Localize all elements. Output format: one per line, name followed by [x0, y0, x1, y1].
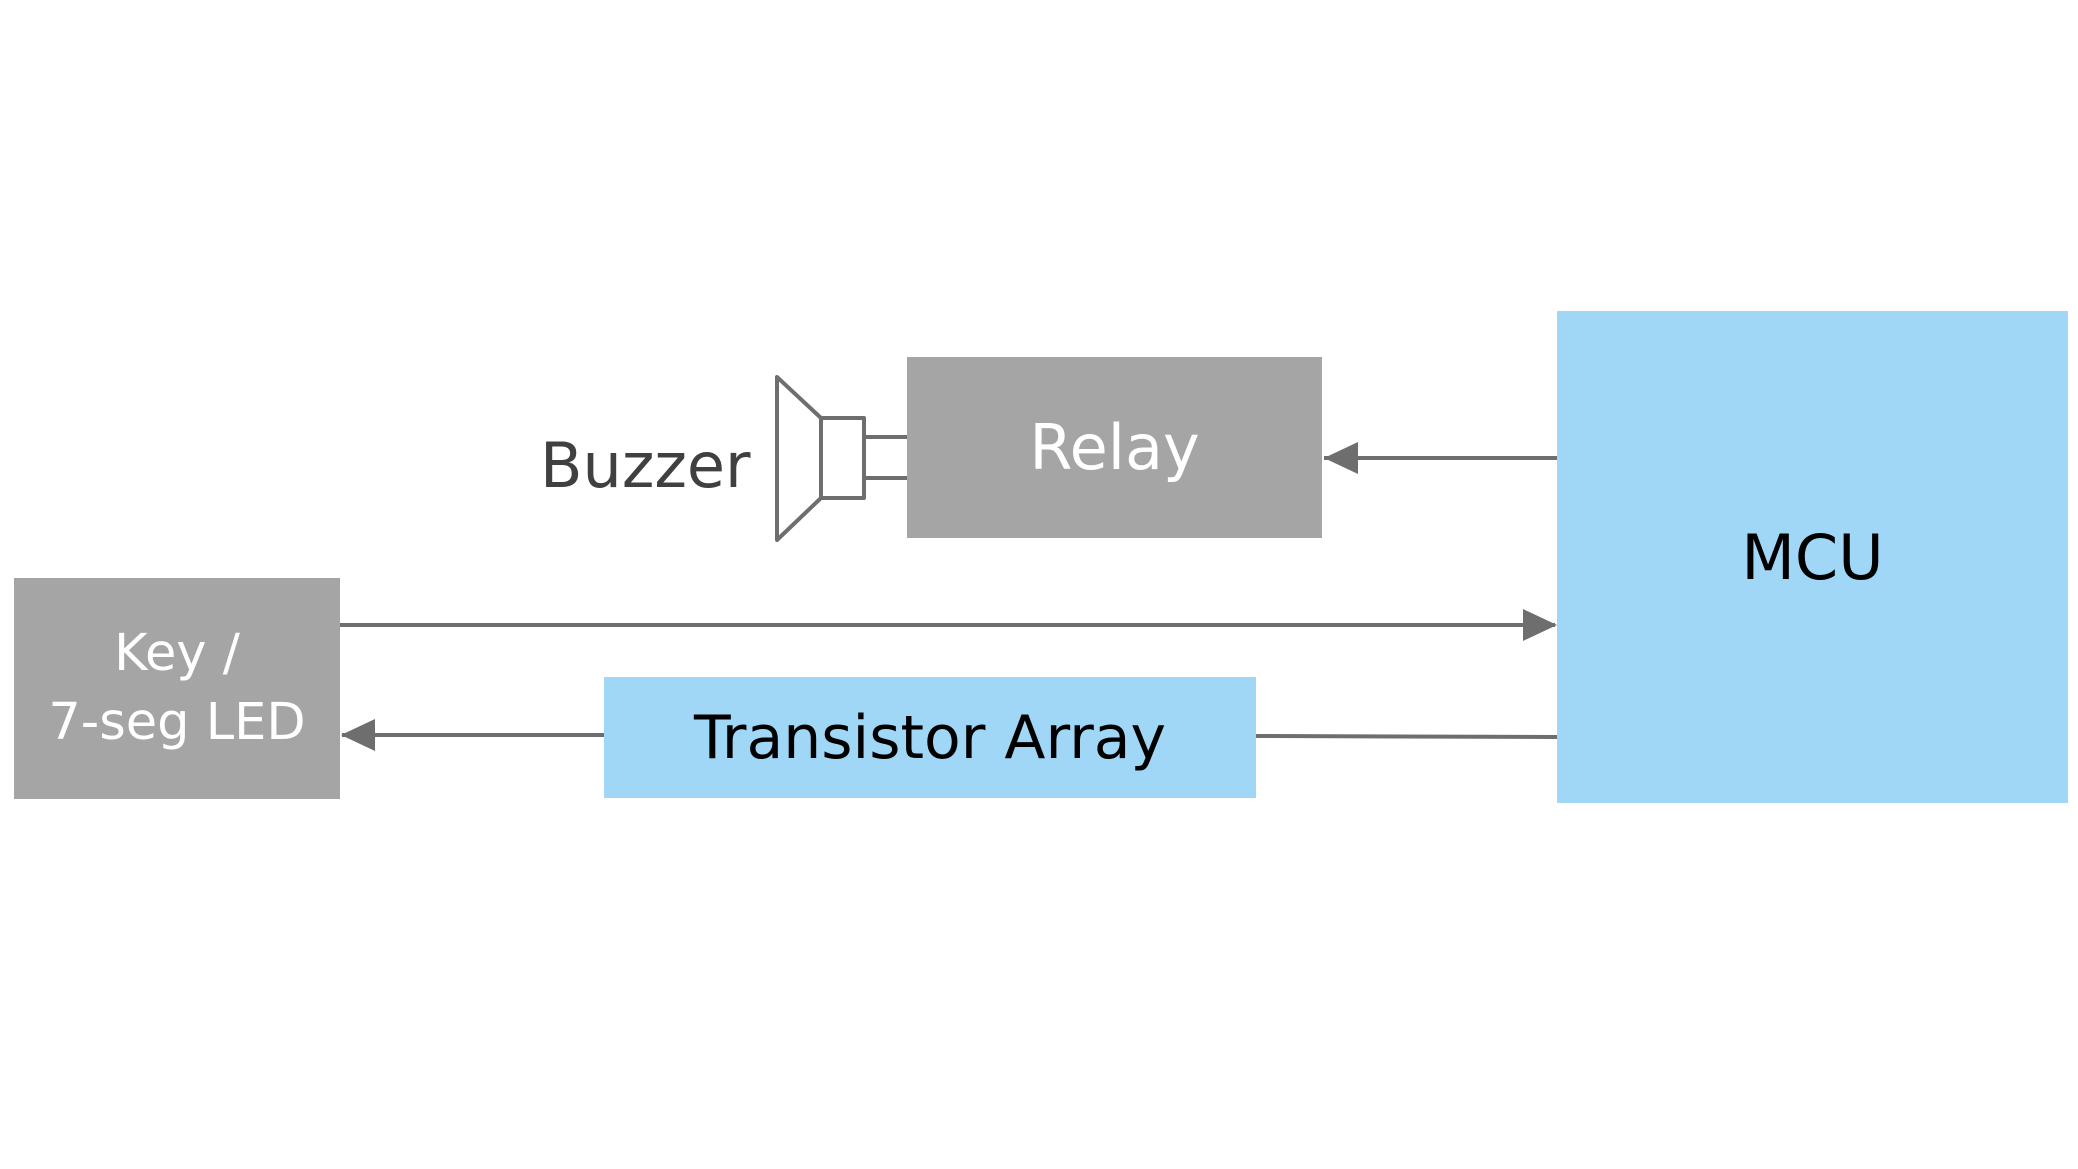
arrowhead-mcu [1523, 609, 1557, 641]
line-mcu-to-transistor [1255, 734, 1558, 739]
speaker-icon [775, 375, 907, 542]
key-label-line1: Key / [114, 623, 240, 683]
transistor-array-block: Transistor Array [604, 677, 1256, 798]
transistor-array-label: Transistor Array [693, 702, 1167, 773]
key-label-line2: 7-seg LED [48, 692, 306, 752]
mcu-label: MCU [1741, 520, 1884, 594]
mcu-block: MCU [1557, 311, 2068, 803]
key-led-block: Key / 7-seg LED [14, 578, 340, 799]
arrowhead-relay [1324, 442, 1358, 474]
arrowhead-key [341, 719, 375, 751]
buzzer-label: Buzzer [540, 428, 751, 502]
relay-block: Relay [907, 357, 1322, 538]
relay-label: Relay [1029, 411, 1200, 484]
